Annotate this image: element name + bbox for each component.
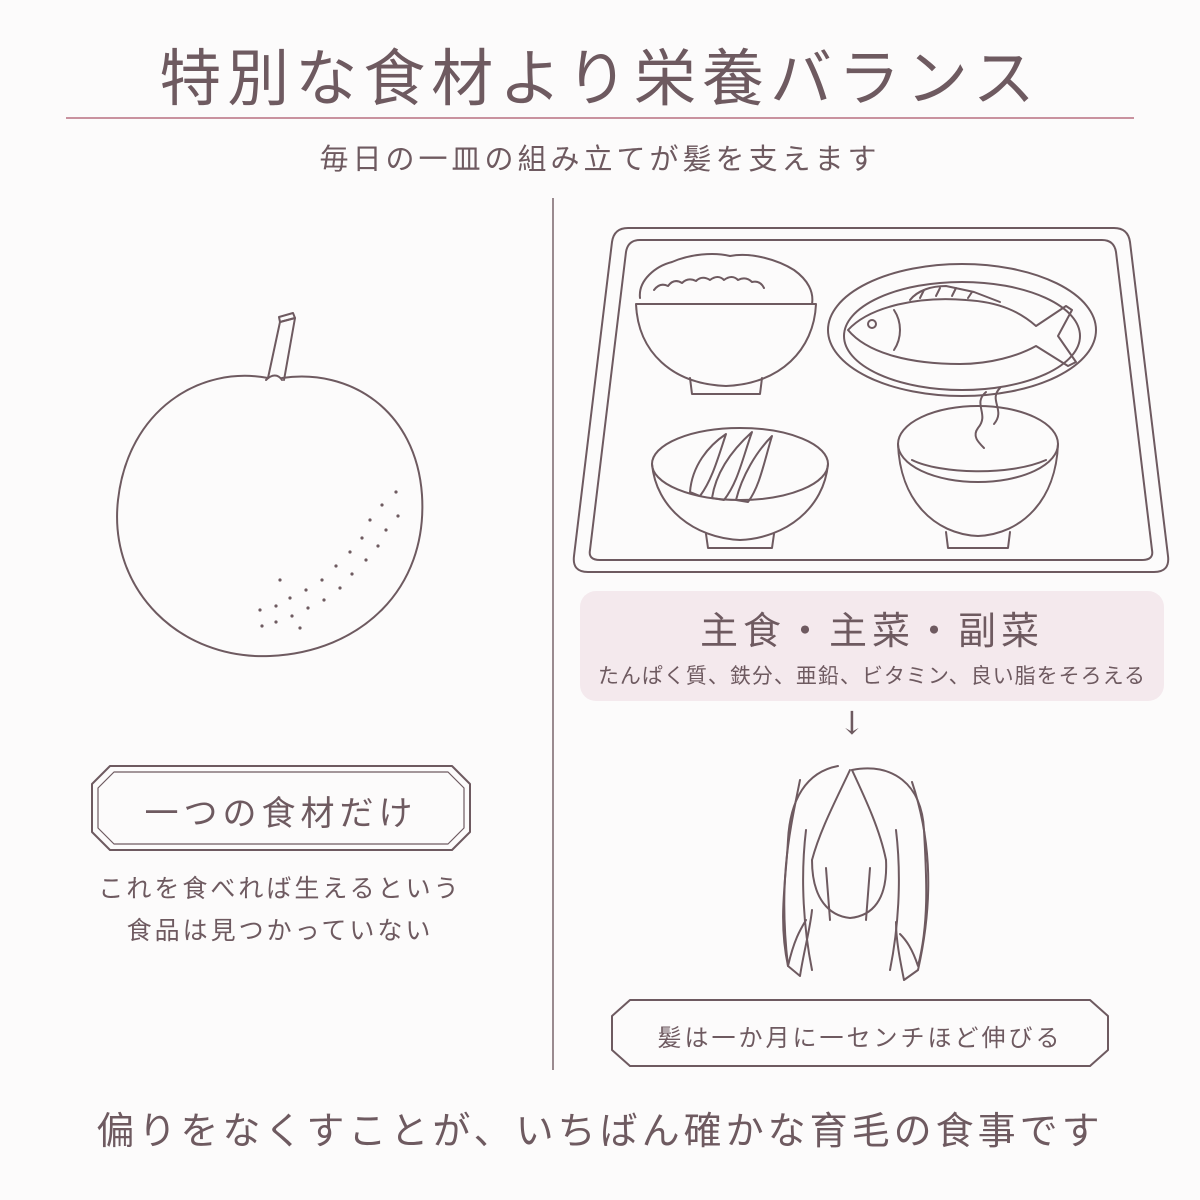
page-subtitle: 毎日の一皿の組み立てが髪を支えます xyxy=(319,142,881,176)
balance-title: 主食・主菜・副菜 xyxy=(699,609,1044,653)
fish-plate-icon xyxy=(827,263,1097,397)
balance-panel xyxy=(580,591,1164,701)
side-dish-bowl-icon xyxy=(651,427,829,549)
left-note-line1: これを食べれば生えるという xyxy=(98,874,462,903)
down-arrow-icon: ↓ xyxy=(838,704,866,742)
hair-head-icon xyxy=(782,765,930,981)
soup-bowl-icon xyxy=(897,387,1059,549)
hair-growth-tag: 髪は一か月に一センチほど伸びる xyxy=(657,1024,1063,1052)
title-underline xyxy=(66,117,1134,119)
page-title: 特別な食材より栄養バランス xyxy=(159,42,1041,115)
footer-message: 偏りをなくすことが、いちばん確かな育毛の食事です xyxy=(96,1109,1104,1153)
hair-tag-frame xyxy=(611,999,1109,1067)
left-tag-frame xyxy=(91,765,471,851)
center-divider xyxy=(552,198,554,1070)
meal-tray-icon xyxy=(572,227,1170,573)
balance-subtitle: たんぱく質、鉄分、亜鉛、ビタミン、良い脂をそろえる xyxy=(597,664,1147,688)
left-note-line2: 食品は見つかっていない xyxy=(126,916,434,945)
fruit-icon xyxy=(116,312,424,658)
rice-bowl-icon xyxy=(635,253,817,395)
single-food-tag: 一つの食材だけ xyxy=(144,794,418,834)
